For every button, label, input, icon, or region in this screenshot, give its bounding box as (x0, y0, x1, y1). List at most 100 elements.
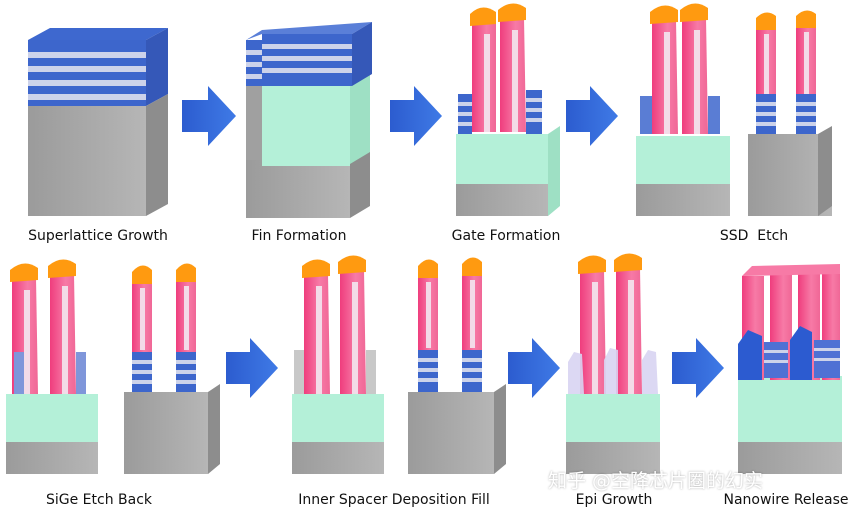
si-layer (764, 350, 788, 353)
si-layer (526, 98, 542, 102)
hardmask (796, 10, 816, 28)
substrate-side (818, 126, 832, 216)
hardmask (614, 253, 642, 272)
oxide-fill (456, 134, 548, 184)
epi-source-drain (642, 350, 658, 394)
hardmask (756, 12, 776, 30)
si-layer (262, 56, 352, 61)
gate-core (764, 34, 769, 94)
label-inner-spacer-deposition-fill: Inner Spacer Deposition Fill (298, 492, 490, 508)
substrate-block (246, 160, 350, 218)
arrow-right-icon (182, 86, 236, 146)
substrate-block (292, 438, 384, 474)
si-layer (246, 50, 262, 55)
gate-spacer (694, 30, 700, 134)
step-superlattice-growth (28, 28, 168, 216)
si-layer (132, 370, 152, 374)
oxide-side (350, 74, 370, 164)
step-inner-spacer-right (408, 257, 506, 474)
si-layer (132, 360, 152, 364)
inner-spacer (294, 350, 304, 394)
gate-core (426, 282, 431, 348)
oxide-fill (636, 136, 730, 184)
gate-core (804, 32, 809, 94)
substrate-block (566, 438, 660, 474)
arrow-right-icon (390, 86, 442, 146)
hardmask (176, 263, 196, 282)
gate-core (184, 286, 189, 350)
si-layer (462, 368, 482, 372)
substrate-block (6, 438, 98, 474)
si-layer (418, 378, 438, 382)
si-layer (814, 358, 840, 361)
oxide-fill (738, 376, 842, 442)
hardmask (578, 255, 606, 274)
label-sige-etch-back: SiGe Etch Back (45, 492, 153, 508)
epi-source-drain (738, 330, 762, 380)
si-layer (526, 118, 542, 122)
hardmask (418, 259, 438, 278)
epi-source-drain (604, 348, 618, 394)
substrate-side (146, 94, 168, 216)
si-layer (796, 102, 816, 106)
hardmask (650, 5, 678, 25)
substrate-block (408, 392, 494, 474)
hardmask (462, 257, 482, 276)
label-epi-growth: Epi Growth (575, 492, 653, 508)
gate-spacer (24, 290, 30, 394)
oxide-fill (292, 394, 384, 442)
si-layer (796, 112, 816, 116)
hardmask (498, 3, 526, 23)
recessed-sige (76, 352, 86, 394)
fin-base (246, 86, 262, 160)
label-fin-formation: Fin Formation (251, 228, 347, 244)
metal-gate-top (742, 264, 840, 276)
etched-nanosheets (708, 96, 720, 134)
gate-spacer (352, 282, 358, 394)
gate-spacer (628, 280, 634, 394)
label-ssd-etch: SSD Etch (719, 228, 789, 244)
step-ssd-etch-right (748, 10, 832, 216)
hardmask (48, 259, 76, 278)
si-layer (418, 368, 438, 372)
si-layer (28, 52, 146, 58)
arrow-right-icon (672, 338, 724, 398)
watermark-text: 知乎 @空降芯片圈的幻实 (548, 470, 764, 492)
substrate-side (208, 384, 220, 474)
substrate-block (738, 438, 842, 474)
si-layer (246, 62, 262, 67)
si-layer (176, 370, 196, 374)
si-layer (796, 122, 816, 126)
hardmask (10, 263, 38, 282)
si-layer (28, 80, 146, 86)
si-layer (462, 358, 482, 362)
etched-nanosheets (640, 96, 652, 134)
step-sige-etch-back-left (6, 259, 98, 474)
oxide-fill (262, 86, 350, 166)
si-layer (132, 380, 152, 384)
recessed-sige (14, 352, 24, 394)
si-layer (764, 360, 788, 363)
oxide-fill (6, 394, 98, 442)
fin-side (352, 22, 372, 86)
gate-spacer (316, 286, 322, 394)
step-ssd-etch-left (636, 3, 730, 216)
si-layer (814, 348, 840, 351)
arrow-right-icon (566, 86, 618, 146)
si-layer (756, 102, 776, 106)
substrate-block (636, 180, 730, 216)
si-layer (458, 112, 472, 116)
label-nanowire-release: Nanowire Release (723, 492, 849, 508)
substrate-block (124, 392, 208, 474)
si-layer (756, 122, 776, 126)
epi-source-drain (568, 352, 584, 394)
hardmask (132, 265, 152, 284)
si-layer (176, 380, 196, 384)
si-layer (262, 44, 352, 49)
arrow-right-icon (226, 338, 278, 398)
step-fin-formation (246, 22, 372, 218)
si-layer (458, 102, 472, 106)
arrow-right-icon (508, 338, 560, 398)
